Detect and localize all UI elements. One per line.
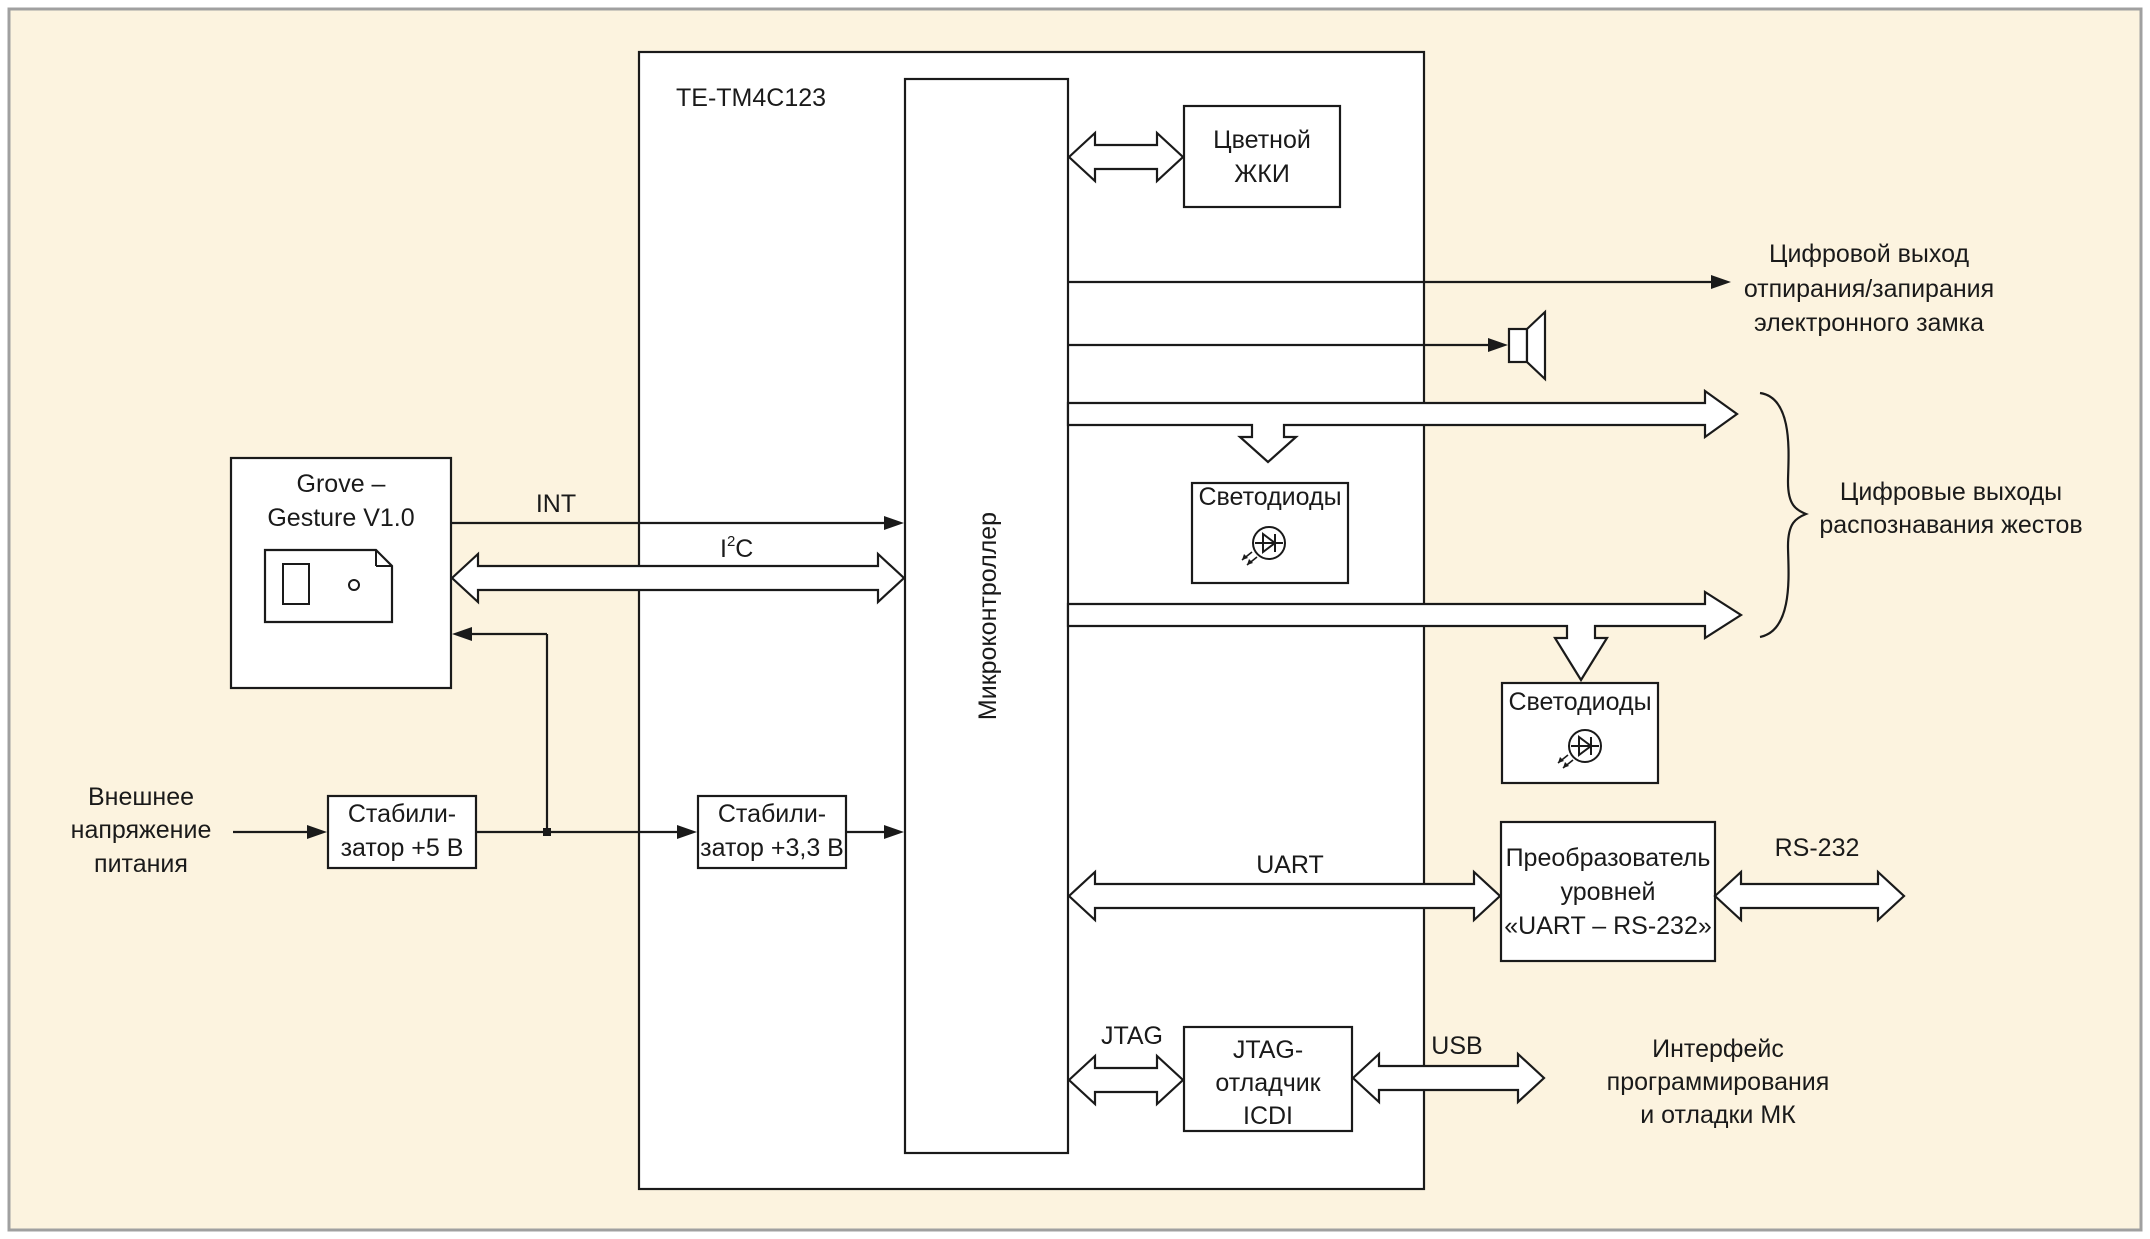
i2c-bus-arrow — [450, 551, 906, 605]
prog-iface-line1: Интерфейс — [1652, 1035, 1784, 1063]
stabilizer-5v-box — [326, 794, 478, 870]
leds-1-label: Светодиоды — [1198, 483, 1341, 511]
ext-power-line2: напряжение — [71, 816, 212, 844]
converter-line2: уровней — [1561, 878, 1656, 906]
stab5-line1: Стабили- — [348, 800, 456, 828]
jtag-debugger-box — [1182, 1025, 1354, 1133]
lock-output-line2: отпирания/запирания — [1744, 275, 1994, 303]
converter-line3: «UART – RS-232» — [1504, 912, 1712, 940]
prog-iface-line2: программирования — [1607, 1068, 1830, 1096]
grove-label-line2: Gesture V1.0 — [267, 504, 414, 532]
lcd-line1: Цветной — [1213, 126, 1311, 154]
stab5-line2: затор +5 В — [341, 834, 464, 862]
junction-dot — [543, 828, 551, 836]
debugger-line1: JTAG- — [1233, 1036, 1303, 1064]
stab33-line2: затор +3,3 В — [700, 834, 844, 862]
leds-2-label: Светодиоды — [1508, 688, 1651, 716]
lcd-box — [1182, 104, 1342, 209]
microcontroller-label: Микроконтроллер — [974, 512, 1002, 720]
stab33-line1: Стабили- — [718, 800, 826, 828]
leds-2-box — [1500, 681, 1660, 785]
power-3v3-arrowhead — [884, 825, 904, 839]
lock-output-line1: Цифровой выход — [1769, 240, 1969, 268]
lock-output-arrowhead — [1711, 275, 1731, 289]
gesture-output-2-arrow — [1066, 589, 1744, 683]
lock-output-line3: электронного замка — [1754, 309, 1984, 337]
usb-label: USB — [1431, 1032, 1482, 1060]
level-converter-box — [1499, 820, 1717, 963]
grove-label-line1: Grove – — [297, 470, 386, 498]
i2c-label: I2C — [720, 533, 753, 563]
jtag-label: JTAG — [1101, 1022, 1163, 1050]
board-label: TE-TM4C123 — [676, 84, 826, 112]
speaker-icon — [1507, 309, 1547, 382]
int-arrowhead — [884, 516, 904, 530]
int-label: INT — [536, 490, 576, 518]
microcontroller-box — [903, 77, 1070, 1155]
prog-iface-line3: и отладки МК — [1640, 1101, 1796, 1129]
ext-power-line3: питания — [94, 850, 188, 878]
gesture-outputs-line1: Цифровые выходы — [1840, 478, 2062, 506]
debugger-line3: ICDI — [1243, 1102, 1293, 1130]
debugger-line2: отладчик — [1215, 1069, 1321, 1097]
gesture-output-1-arrow — [1066, 388, 1739, 464]
ext-power-arrowhead — [307, 825, 327, 839]
power-sensor-arrowhead — [452, 627, 472, 641]
usb-bus-arrow — [1351, 1051, 1546, 1105]
power-5v-arrowhead — [677, 825, 697, 839]
rs232-label: RS-232 — [1775, 834, 1860, 862]
converter-line1: Преобразователь — [1506, 844, 1711, 872]
ext-power-line1: Внешнее — [88, 783, 194, 811]
uart-label: UART — [1256, 851, 1324, 879]
lcd-line2: ЖКИ — [1234, 160, 1290, 188]
gesture-outputs-line2: распознавания жестов — [1819, 511, 2082, 539]
sensor-module-icon — [263, 548, 394, 624]
leds-1-box — [1190, 481, 1350, 585]
speaker-arrowhead — [1488, 338, 1508, 352]
gesture-outputs-brace — [1759, 391, 1809, 639]
rs232-bus-arrow — [1713, 869, 1906, 923]
